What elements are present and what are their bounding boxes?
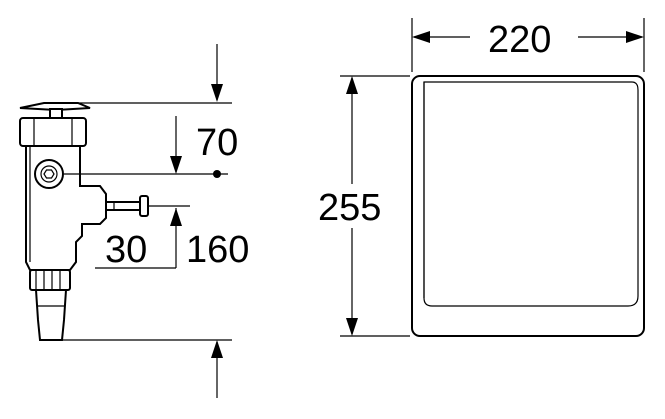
front-plate-view <box>411 75 645 337</box>
dimension-width-label: 220 <box>488 19 551 61</box>
valve-side-view <box>19 102 149 341</box>
left-dimension-lines <box>40 44 232 398</box>
dimension-height-label: 255 <box>318 187 381 229</box>
dimension-70-label: 70 <box>196 122 238 164</box>
dimension-30-label: 30 <box>105 229 147 271</box>
dimension-160-label: 160 <box>186 229 249 271</box>
right-dimension-lines <box>340 18 645 337</box>
